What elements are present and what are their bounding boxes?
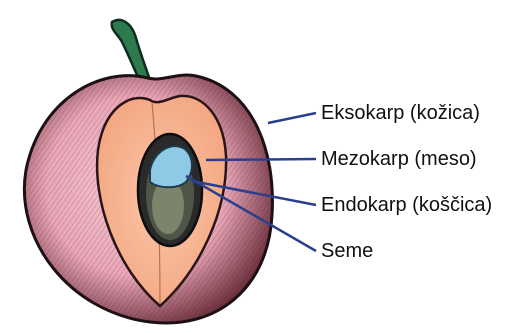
leader-exocarp <box>268 113 316 123</box>
label-seed: Seme <box>321 240 373 262</box>
label-mesocarp: Mezokarp (meso) <box>321 148 477 170</box>
label-exocarp: Eksokarp (kožica) <box>321 102 480 124</box>
label-endocarp: Endokarp (koščica) <box>321 194 492 216</box>
leader-mesocarp <box>206 159 316 160</box>
stem <box>112 20 150 82</box>
